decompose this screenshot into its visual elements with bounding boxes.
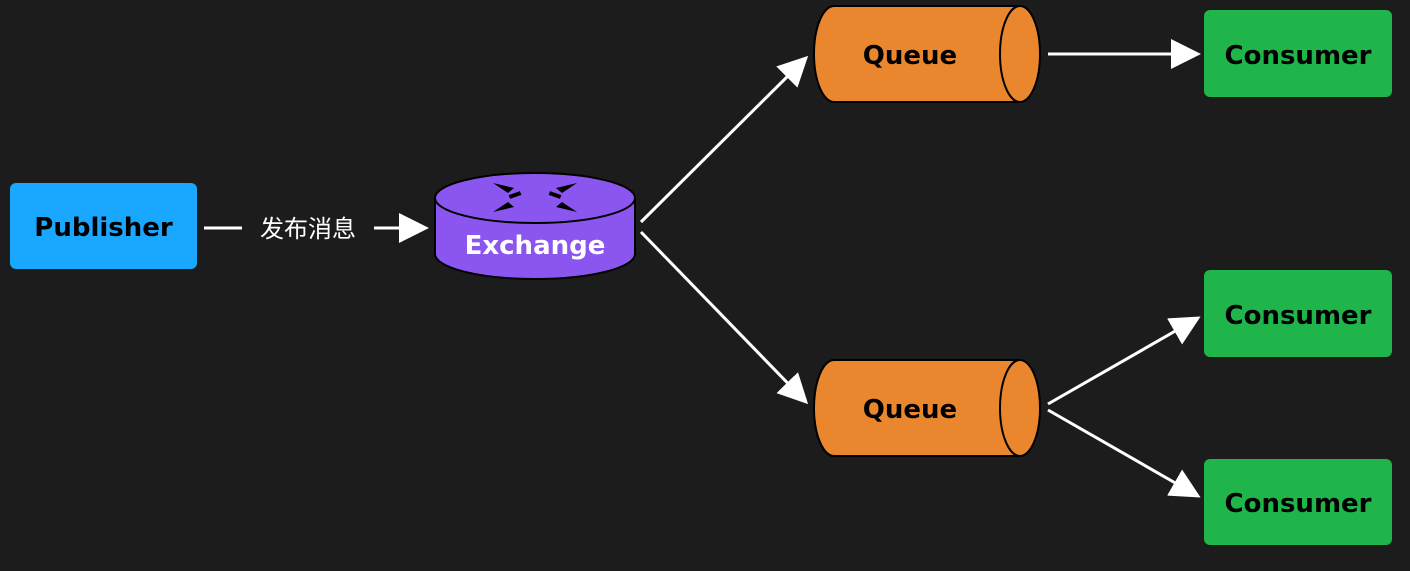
- consumer-3-box: [1204, 459, 1392, 545]
- edge-exchange-queue-bottom: [639, 230, 809, 405]
- queue-top-label: Queue: [863, 41, 957, 71]
- consumer-1-box: [1204, 10, 1392, 97]
- publisher-node: Publisher: [10, 183, 197, 269]
- exchange-top: [434, 172, 636, 224]
- edge-queue-bottom-consumer-2: [1047, 316, 1201, 406]
- queue-top-body: [813, 5, 1020, 103]
- edge-queue-bottom-consumer-3: [1047, 408, 1201, 498]
- edge-exchange-queue-top: [639, 55, 809, 224]
- queue-top-cap: [999, 5, 1041, 103]
- queue-bottom-body: [813, 359, 1020, 457]
- edges: [204, 39, 1201, 498]
- queue-bottom-node: Queue: [813, 359, 1041, 457]
- consumer-1-label: Consumer: [1225, 41, 1372, 71]
- queue-top-node: Queue: [813, 5, 1041, 103]
- consumer-node-3: Consumer: [1204, 459, 1392, 545]
- exchange-node: Exchange: [434, 172, 636, 280]
- consumer-3-label: Consumer: [1225, 489, 1372, 519]
- queue-bottom-cap: [999, 359, 1041, 457]
- publisher-label: Publisher: [34, 213, 173, 243]
- consumer-node-1: Consumer: [1204, 10, 1392, 97]
- publisher-box: [10, 183, 197, 269]
- router-icon: [493, 183, 577, 212]
- consumer-2-label: Consumer: [1225, 301, 1372, 331]
- consumer-2-box: [1204, 270, 1392, 357]
- edge-publish-label: 发布消息: [260, 215, 356, 243]
- exchange-label: Exchange: [465, 231, 606, 261]
- queue-bottom-label: Queue: [863, 395, 957, 425]
- consumer-node-2: Consumer: [1204, 270, 1392, 357]
